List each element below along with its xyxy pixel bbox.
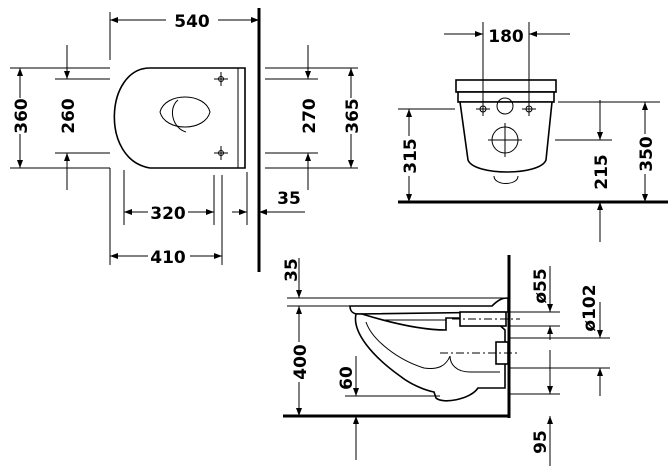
front-view-seat [457,91,555,103]
fixing-point-icon [214,72,228,86]
dim-260-label: 260 [59,98,79,134]
dim-540-label: 540 [174,12,210,32]
top-view: 540 360 260 270 365 [10,8,363,272]
fixing-point-icon [214,146,228,160]
top-view-bowl-inner [171,99,187,133]
dim-365-label: 365 [343,98,363,134]
front-view-water-inlet [496,97,514,115]
top-view-toilet-outline [113,67,246,169]
side-view-bowl [354,313,506,402]
dim-95-label: 95 [531,430,551,454]
dim-35-side-label: 35 [282,258,302,282]
dim-215-label: 215 [592,154,612,190]
dim-360-label: 360 [12,98,32,134]
dim-d55-label: ø55 [531,268,551,303]
fixing-point-icon [522,102,536,116]
dim-320-label: 320 [150,204,186,224]
dim-60-label: 60 [337,366,357,390]
front-view-bowl [459,101,553,173]
front-view-outlet [493,175,519,184]
side-view-seat [349,297,509,315]
dim-315-label: 315 [401,138,421,174]
dim-350-label: 350 [637,136,657,172]
dim-400-label: 400 [291,344,311,380]
front-view-lid [455,79,557,93]
top-view-bowl-opening [159,96,211,128]
front-view: 180 315 215 350 [398,22,668,242]
dim-270-label: 270 [300,98,320,134]
dim-35-top-label: 35 [277,189,301,209]
side-view-inlet-connector [459,311,507,327]
side-view: 35 400 60 ø55 ø102 9 [282,255,610,466]
fixing-point-icon [476,102,490,116]
dim-410-label: 410 [150,248,186,268]
dim-180-label: 180 [488,27,524,47]
dim-d102-label: ø102 [580,284,600,331]
